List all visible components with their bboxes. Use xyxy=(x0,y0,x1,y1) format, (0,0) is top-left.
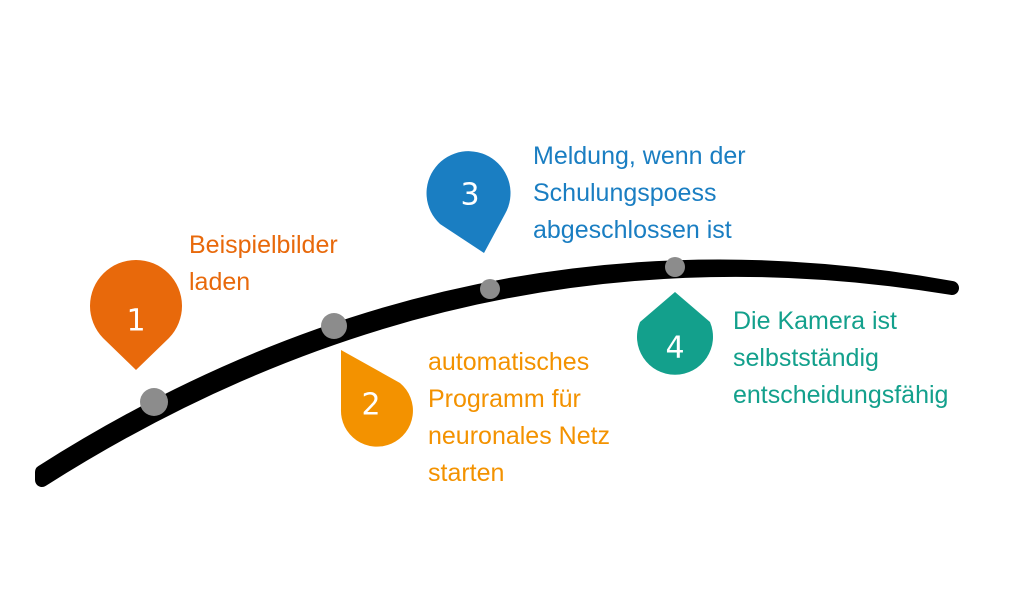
step-2-line: neuronales Netz xyxy=(428,422,611,450)
step-4-number: 4 xyxy=(665,331,684,366)
step-1-line: Beispielbilder xyxy=(189,231,338,259)
timeline-node-3 xyxy=(480,279,500,299)
step-4-line: Die Kamera ist xyxy=(733,307,897,335)
step-1-pin-shape xyxy=(89,259,182,370)
step-1-line: laden xyxy=(189,268,251,296)
step-4-caption: Die Kamera ist selbstständig entscheidun… xyxy=(733,303,948,414)
step-4-marker: 4 xyxy=(636,292,713,375)
step-4-line: entscheidungsfähig xyxy=(733,381,949,409)
step-1-number: 1 xyxy=(126,304,145,339)
timeline-node-4 xyxy=(665,257,685,277)
step-3-number: 3 xyxy=(460,178,479,213)
step-2-caption: automatisches Programm für neuronales Ne… xyxy=(428,344,610,492)
step-1-marker: 1 xyxy=(89,259,182,370)
step-2-drop-shape xyxy=(340,350,413,447)
step-3-line: Meldung, wenn der xyxy=(533,142,746,170)
step-2-line: starten xyxy=(428,459,505,487)
step-3-caption: Meldung, wenn der Schulungspoess abgesch… xyxy=(533,138,746,249)
timeline-node-1 xyxy=(140,388,168,416)
timeline-node-2 xyxy=(321,313,347,339)
step-3-line: Schulungspoess xyxy=(533,179,717,207)
step-3-pin-shape xyxy=(426,151,511,253)
step-1-caption: Beispielbilder laden xyxy=(189,227,338,301)
step-2-line: Programm für xyxy=(428,385,581,413)
step-4-line: selbstständig xyxy=(733,344,879,372)
step-2-marker: 2 xyxy=(340,350,413,447)
step-2-line: automatisches xyxy=(428,348,590,376)
step-3-line: abgeschlossen ist xyxy=(533,216,732,244)
step-2-number: 2 xyxy=(361,388,380,423)
step-4-drop-shape xyxy=(636,292,713,375)
step-3-marker: 3 xyxy=(426,151,511,253)
